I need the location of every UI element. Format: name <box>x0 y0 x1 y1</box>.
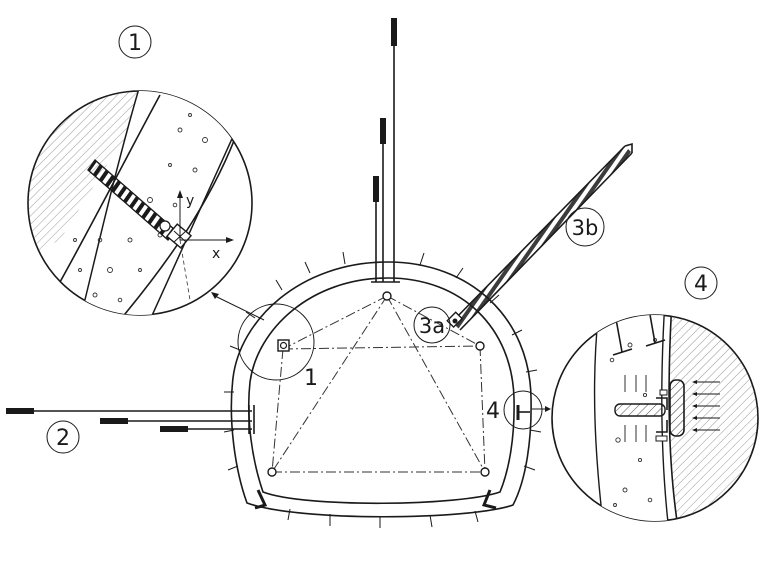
rock-anchor-3 <box>446 142 633 331</box>
label-2-text: 2 <box>56 426 70 451</box>
detail-4-locator-circle <box>503 390 543 430</box>
measurement-points <box>267 291 490 477</box>
label-detail-4: 4 <box>684 266 718 300</box>
detail-1-number: 1 <box>128 31 142 56</box>
convergence-lines <box>271 295 486 473</box>
detail-4-number: 4 <box>694 272 708 297</box>
detail-1-axes <box>177 190 234 301</box>
measuring-point-4 <box>516 405 551 420</box>
label-3b-text: 3b <box>572 216 599 240</box>
detail-1: y x <box>27 90 253 316</box>
crown-extensometers <box>371 18 400 283</box>
rock-spikes <box>223 251 542 528</box>
detail-4 <box>551 314 759 522</box>
axis-y-label: y <box>186 193 194 209</box>
label-detail-1: 1 <box>118 25 152 59</box>
tunnel-section <box>6 18 633 528</box>
side-extensometers <box>6 405 255 434</box>
label-3b: 3b <box>565 207 605 247</box>
axis-x-label: x <box>212 246 220 262</box>
label-2: 2 <box>46 420 80 454</box>
label-3a: 3a <box>413 306 451 344</box>
label-1-text: 1 <box>304 366 318 391</box>
invert-pressure-cells <box>254 489 497 510</box>
label-4-text: 4 <box>486 399 500 424</box>
detail-1-locator-circle <box>237 303 315 381</box>
label-3a-text: 3a <box>419 314 445 338</box>
measuring-point-1 <box>277 339 290 352</box>
